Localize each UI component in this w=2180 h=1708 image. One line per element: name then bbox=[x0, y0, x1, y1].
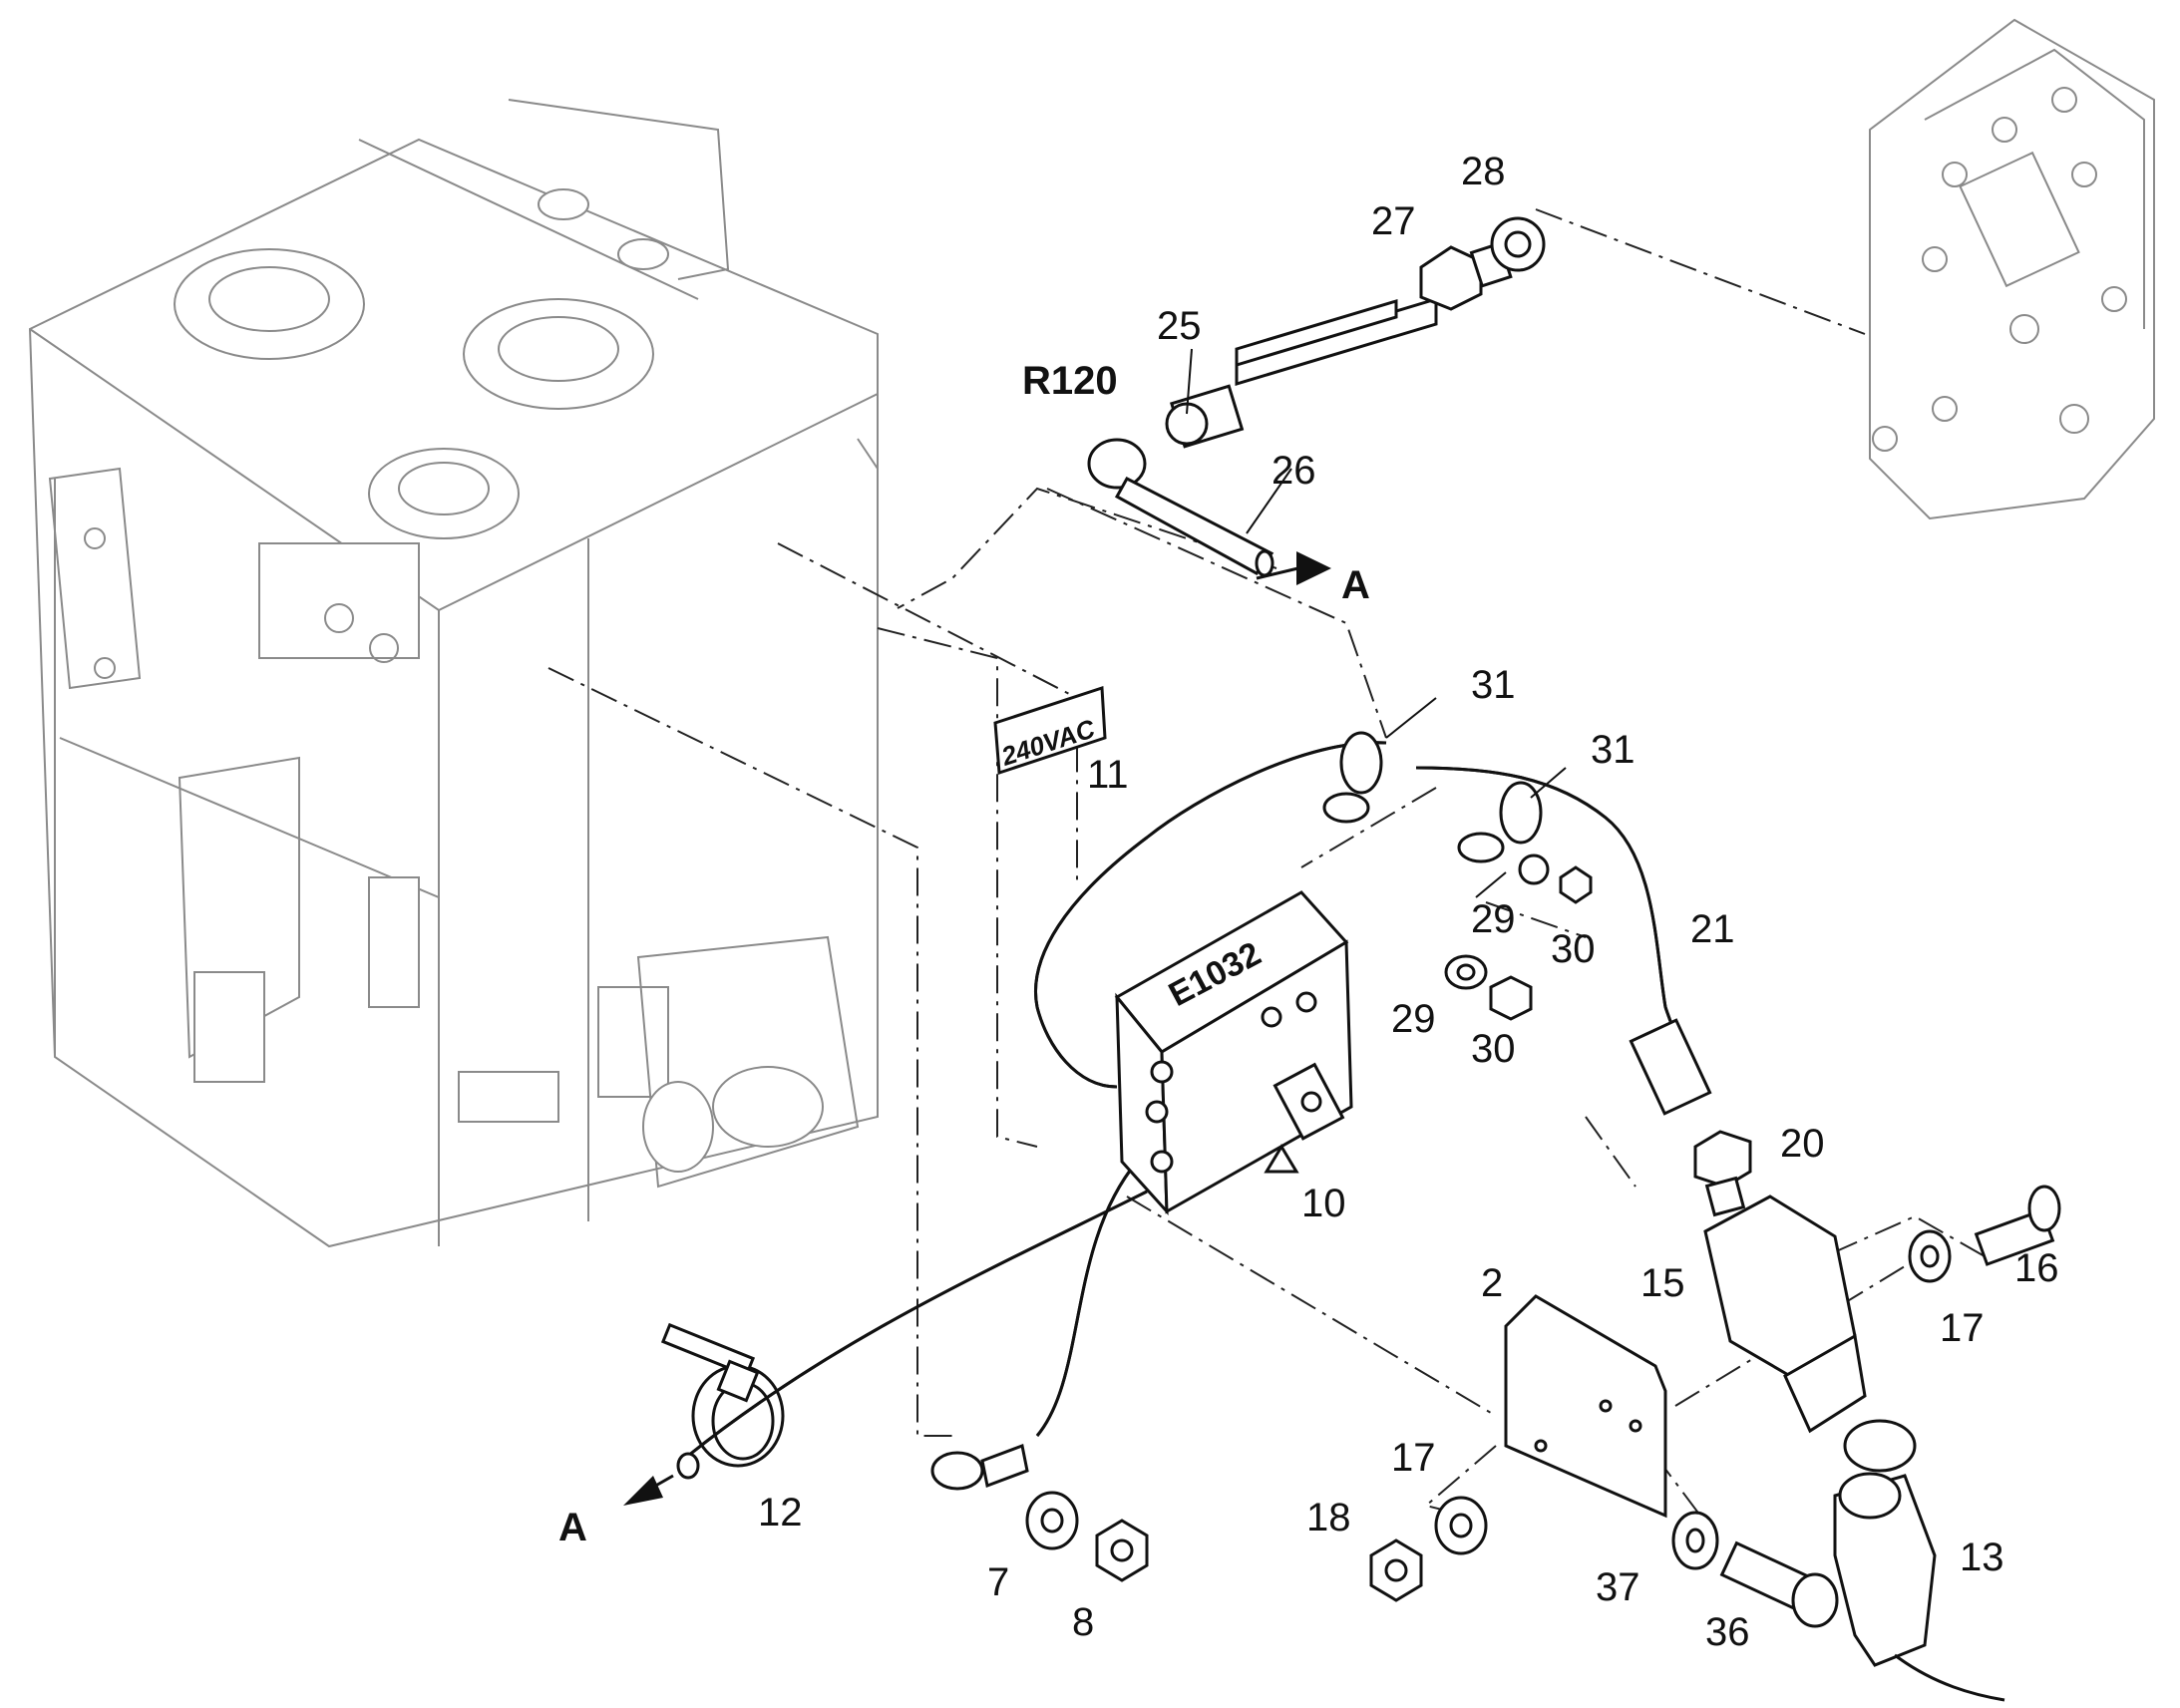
gearbox-end-plate bbox=[1869, 18, 2155, 520]
callout-29-b: 29 bbox=[1391, 997, 1436, 1041]
callout-18: 18 bbox=[1306, 1496, 1351, 1539]
cable-harness bbox=[687, 731, 1712, 1458]
leader-lines bbox=[1186, 348, 1567, 898]
callout-20: 20 bbox=[1780, 1122, 1825, 1166]
cable-clamp bbox=[660, 1322, 785, 1480]
view-ref-top: A bbox=[1341, 563, 1370, 607]
callout-21: 21 bbox=[1690, 907, 1735, 951]
callout-15: 15 bbox=[1640, 1261, 1685, 1305]
callout-13: 13 bbox=[1960, 1536, 2004, 1579]
callout-17-b: 17 bbox=[1391, 1436, 1436, 1480]
callout-2: 2 bbox=[1481, 1261, 1503, 1305]
nipple-and-washer bbox=[1419, 216, 1546, 311]
callout-37: 37 bbox=[1596, 1565, 1640, 1609]
direction-arrows bbox=[623, 551, 1331, 1506]
transmission-housing bbox=[28, 99, 879, 1248]
callout-12: 12 bbox=[758, 1491, 803, 1535]
heater-element bbox=[1165, 296, 1438, 449]
callout-27: 27 bbox=[1371, 199, 1416, 243]
callout-numbers: 28 27 25 26 31 31 11 29 30 21 29 30 20 1… bbox=[758, 150, 2059, 1654]
callout-36: 36 bbox=[1705, 1610, 1750, 1654]
junction-box bbox=[1114, 890, 1353, 1216]
callout-31-a: 31 bbox=[1471, 663, 1516, 707]
callout-16: 16 bbox=[2014, 1246, 2059, 1290]
sensor-cable bbox=[1087, 438, 1274, 577]
sensor-code-label: R120 bbox=[1022, 359, 1118, 403]
callout-31-b: 31 bbox=[1591, 728, 1635, 772]
mounting-bracket bbox=[1504, 1294, 1667, 1519]
plug bbox=[1833, 1419, 2005, 1702]
view-ref-bottom: A bbox=[558, 1506, 587, 1549]
voltage-label-plate bbox=[993, 685, 1107, 776]
diagram-labels: R120 A A E1032 240VAC bbox=[558, 359, 1370, 1549]
callout-17-a: 17 bbox=[1940, 1306, 1985, 1350]
callout-25: 25 bbox=[1157, 304, 1202, 348]
callout-7: 7 bbox=[987, 1560, 1009, 1604]
callout-29-a: 29 bbox=[1471, 897, 1516, 941]
callout-11: 11 bbox=[1087, 753, 1129, 797]
fasteners bbox=[930, 954, 2061, 1628]
callout-26: 26 bbox=[1272, 449, 1316, 493]
callout-10: 10 bbox=[1301, 1182, 1346, 1225]
callout-28: 28 bbox=[1461, 150, 1506, 193]
callout-30-b: 30 bbox=[1471, 1027, 1516, 1071]
callout-30-a: 30 bbox=[1551, 927, 1596, 971]
callout-8: 8 bbox=[1072, 1600, 1094, 1644]
connector-housing bbox=[1703, 1195, 1867, 1434]
